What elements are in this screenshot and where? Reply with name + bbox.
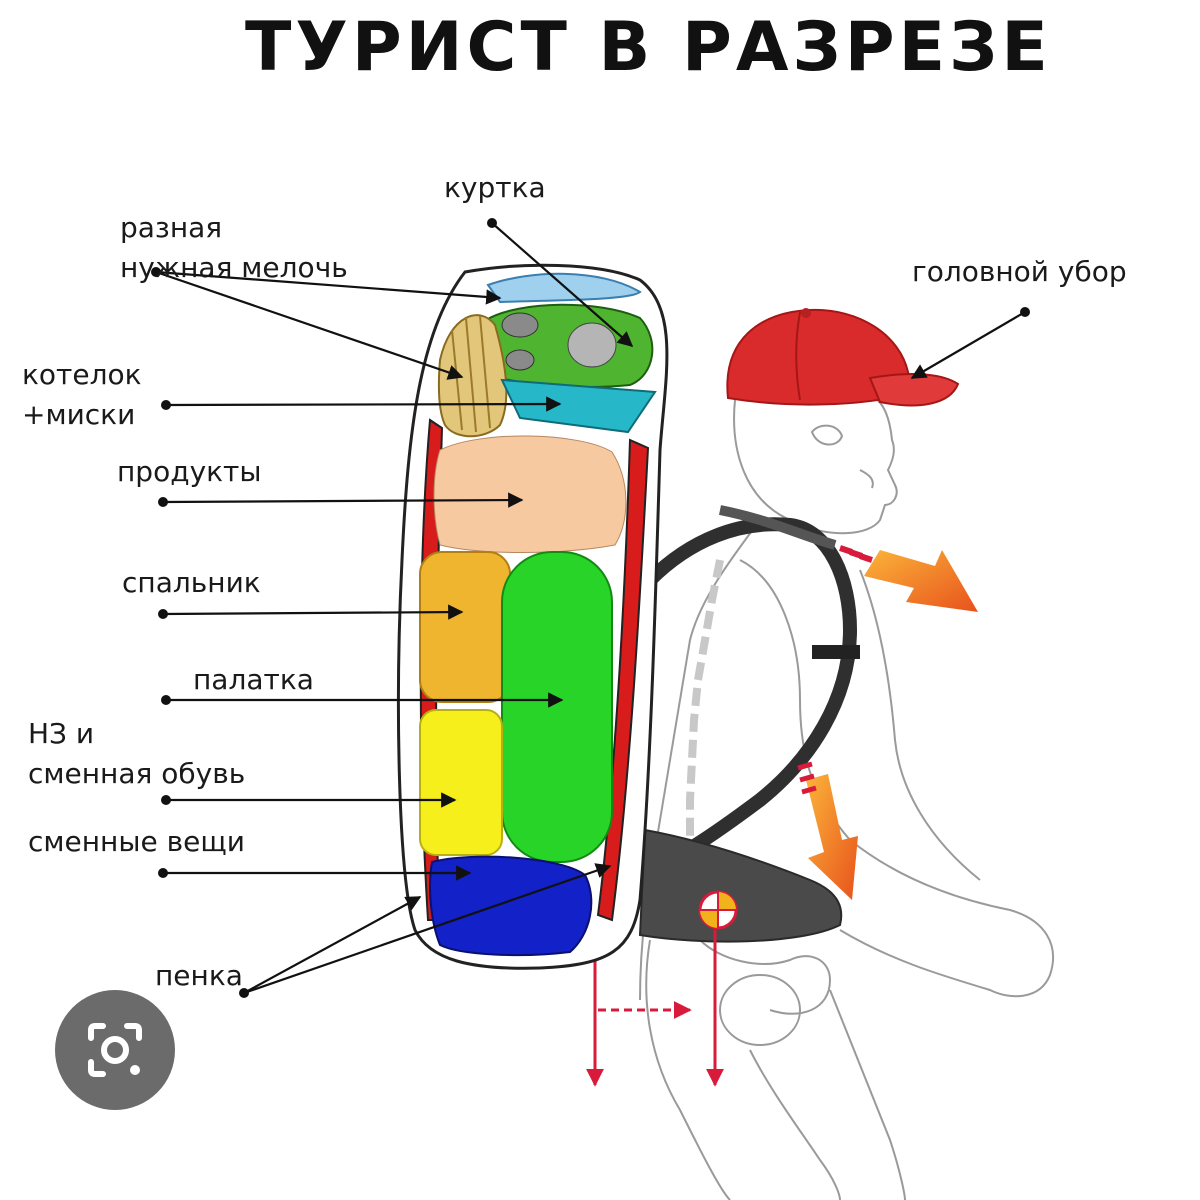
- label-pot-line1: котелок: [22, 358, 142, 391]
- label-tent: палатка: [193, 663, 314, 696]
- center-of-gravity-icon: [698, 890, 738, 930]
- food-item: [433, 435, 627, 553]
- page-title: ТУРИСТ В РАЗРЕЗЕ: [245, 8, 1052, 87]
- sleeping-bag-item: [419, 551, 511, 703]
- lens-search-button[interactable]: [55, 990, 175, 1110]
- label-mat: пенка: [155, 959, 243, 992]
- label-emergency-line2: сменная обувь: [28, 757, 246, 790]
- cap-icon: [726, 308, 960, 407]
- pressure-arrow-icon: [797, 761, 858, 900]
- hiker-figure: [639, 397, 1055, 1200]
- label-sleeping-bag: спальник: [122, 566, 261, 599]
- motion-arrow-icon: [839, 545, 978, 612]
- label-pot-line2: +миски: [22, 398, 136, 431]
- label-emergency-line1: НЗ и: [28, 717, 95, 750]
- label-clothes: сменные вещи: [28, 825, 245, 858]
- label-small-items-line2: нужная мелочь: [120, 251, 348, 284]
- label-food: продукты: [117, 455, 262, 488]
- camera-lens-icon: [88, 1023, 142, 1077]
- label-jacket: куртка: [444, 171, 546, 204]
- jacket-item: [486, 272, 642, 304]
- backpack: [396, 263, 669, 970]
- callout-lines: [151, 218, 1030, 998]
- label-headwear: головной убор: [912, 255, 1127, 288]
- clothes-item: [429, 855, 593, 957]
- force-arrows: [586, 930, 724, 1087]
- pot-item: [437, 314, 508, 438]
- emergency-item: [419, 709, 503, 856]
- backpack-harness: [638, 505, 860, 943]
- tent-item: [501, 551, 613, 863]
- label-small-items-line1: разная: [120, 211, 223, 244]
- bowls-item: [500, 378, 657, 434]
